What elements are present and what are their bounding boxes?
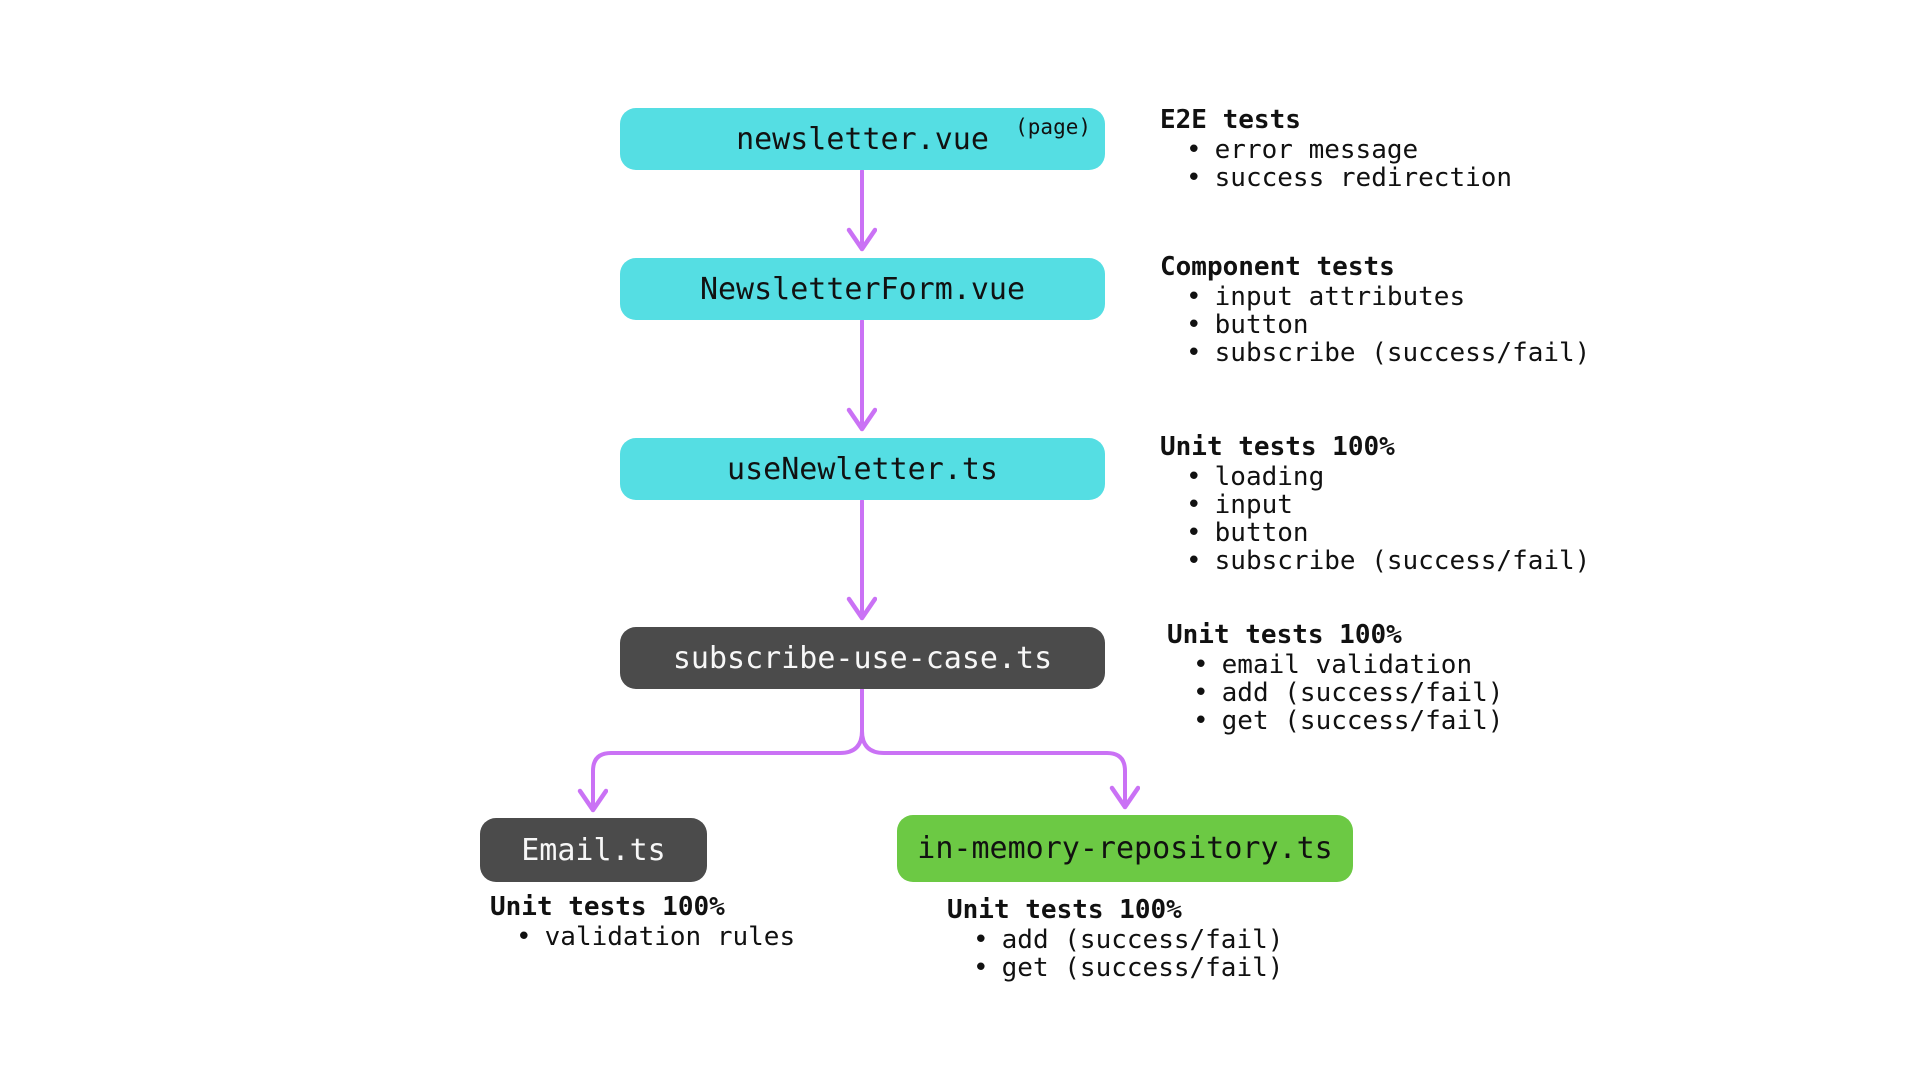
annotation-title: E2E tests [1160,105,1301,135]
node-badge-page: (page) [1015,115,1091,139]
bullet-text: add (success/fail) [1221,678,1504,708]
node-newsletter-form-vue: NewsletterForm.vue [620,258,1105,320]
bullet-dot: • [1186,546,1202,576]
bullet-dot: • [973,925,989,955]
node-email-ts: Email.ts [480,818,707,882]
bullet-dot: • [1186,163,1202,193]
annotation-unit-tests-usecase: Unit tests 100% • email validation • add… [1167,621,1503,735]
annotation-bullet: • get (success/fail) [947,954,1283,982]
annotation-unit-tests-repository: Unit tests 100% • add (success/fail) • g… [947,896,1283,982]
bullet-text: get (success/fail) [1001,953,1284,983]
annotation-bullet: • button [1160,519,1590,547]
bullet-dot: • [1193,650,1209,680]
bullet-text: input [1214,490,1293,520]
annotation-bullet: • subscribe (success/fail) [1160,547,1590,575]
annotation-bullet: • input attributes [1160,283,1590,311]
node-in-memory-repository-ts: in-memory-repository.ts [897,815,1353,882]
bullet-text: add (success/fail) [1001,925,1284,955]
bullet-dot: • [1186,490,1202,520]
bullet-text: button [1214,518,1309,548]
annotation-unit-tests-email: Unit tests 100% • validation rules [490,893,795,951]
bullet-dot: • [1193,706,1209,736]
annotation-e2e-tests: E2E tests • error message • success redi… [1160,106,1512,192]
node-newsletter-vue: newsletter.vue (page) [620,108,1105,170]
bullet-dot: • [1186,282,1202,312]
arrow-usecase-to-email [593,688,864,810]
bullet-dot: • [516,922,532,952]
bullet-text: validation rules [544,922,796,952]
node-label: Email.ts [521,832,666,868]
bullet-dot: • [1186,338,1202,368]
annotation-title: Unit tests 100% [490,892,725,922]
annotation-bullet: • add (success/fail) [947,926,1283,954]
bullet-text: subscribe (success/fail) [1214,546,1591,576]
annotation-bullet: • add (success/fail) [1167,679,1503,707]
bullet-text: loading [1214,462,1325,492]
bullet-dot: • [1186,462,1202,492]
bullet-text: subscribe (success/fail) [1214,338,1591,368]
bullet-dot: • [1186,518,1202,548]
annotation-bullet: • loading [1160,463,1590,491]
bullet-dot: • [1186,135,1202,165]
annotation-unit-tests-usenewletter: Unit tests 100% • loading • input • butt… [1160,433,1590,575]
annotation-title: Component tests [1160,252,1395,282]
bullet-dot: • [1193,678,1209,708]
bullet-dot: • [973,953,989,983]
annotation-bullet: • error message [1160,136,1512,164]
annotation-bullet: • button [1160,311,1590,339]
node-label: subscribe-use-case.ts [672,640,1053,676]
bullet-text: email validation [1221,650,1473,680]
bullet-text: error message [1214,135,1419,165]
annotation-title: Unit tests 100% [1160,432,1395,462]
node-use-newletter-ts: useNewletter.ts [620,438,1105,500]
annotation-bullet: • subscribe (success/fail) [1160,339,1590,367]
node-label: NewsletterForm.vue [699,271,1026,307]
arrow-usecase-to-repository [860,688,1125,807]
bullet-text: input attributes [1214,282,1466,312]
annotation-bullet: • get (success/fail) [1167,707,1503,735]
bullet-dot: • [1186,310,1202,340]
node-label: useNewletter.ts [727,451,998,487]
annotation-bullet: • input [1160,491,1590,519]
node-label: in-memory-repository.ts [917,831,1333,866]
bullet-text: get (success/fail) [1221,706,1504,736]
annotation-bullet: • email validation [1167,651,1503,679]
annotation-title: Unit tests 100% [947,895,1182,925]
annotation-bullet: • validation rules [490,923,795,951]
node-subscribe-use-case-ts: subscribe-use-case.ts [620,627,1105,689]
annotation-component-tests: Component tests • input attributes • but… [1160,253,1590,367]
annotation-title: Unit tests 100% [1167,620,1402,650]
node-label: newsletter.vue [736,121,989,157]
bullet-text: success redirection [1214,163,1513,193]
bullet-text: button [1214,310,1309,340]
annotation-bullet: • success redirection [1160,164,1512,192]
